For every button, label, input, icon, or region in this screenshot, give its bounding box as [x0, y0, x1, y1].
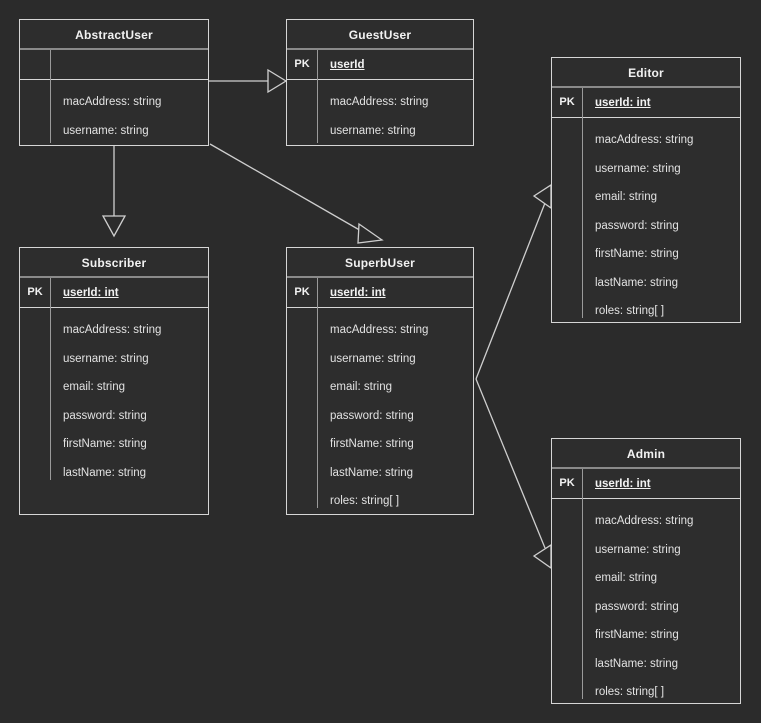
- attribute-row: password: string: [595, 219, 679, 232]
- pk-gutter-rail-abstractuser: [50, 50, 51, 80]
- attribute-row: lastName: string: [63, 466, 147, 479]
- attribute-list-subscriber: macAddress: string username: string email:…: [20, 308, 208, 487]
- attribute-row: firstName: string: [595, 629, 679, 641]
- attribute-row: username: string: [63, 352, 149, 365]
- pk-value-subscriber: userId: int: [63, 286, 119, 299]
- entity-body-guestuser: PK userId macAddress: string username: stri…: [287, 50, 473, 145]
- entity-title-editor: Editor: [552, 58, 740, 88]
- attribute-row: email: string: [595, 191, 657, 203]
- attribute-row: firstName: string: [330, 438, 414, 450]
- attribute-rail-guestuser: [317, 80, 318, 143]
- attribute-row: macAddress: string: [595, 134, 694, 146]
- entity-abstractuser[interactable]: AbstractUser macAddress: string username: …: [19, 19, 209, 146]
- generalization-arrow-icon: [267, 68, 288, 94]
- attribute-row: password: string: [63, 409, 147, 422]
- pk-label-subscriber: PK: [27, 286, 43, 298]
- pk-row-superbuser: PK userId: int: [287, 278, 473, 308]
- pk-gutter-rail-admin: [582, 469, 583, 499]
- relationship-line: [209, 143, 364, 233]
- attribute-row: macAddress: string: [595, 515, 694, 527]
- attribute-rail-subscriber: [50, 308, 51, 480]
- pk-row-guestuser: PK userId: [287, 50, 473, 80]
- attribute-list-editor: macAddress: string username: string email:…: [552, 118, 740, 326]
- generalization-arrow-icon: [357, 222, 384, 244]
- entity-title-abstractuser: AbstractUser: [20, 20, 208, 50]
- pk-row-abstractuser: [20, 50, 208, 80]
- attribute-list-abstractuser: macAddress: string username: string: [20, 80, 208, 145]
- generalization-arrow-icon: [532, 183, 552, 210]
- attribute-row: macAddress: string: [330, 96, 429, 108]
- relationship-superbuser-to-editor: [475, 183, 552, 380]
- attribute-row: roles: string[ ]: [595, 686, 665, 698]
- pk-value-guestuser: userId: [330, 58, 365, 71]
- generalization-arrow-icon: [101, 215, 127, 238]
- attribute-row: roles: string[ ]: [595, 305, 665, 317]
- entity-body-superbuser: PK userId: int macAddress: string username:…: [287, 278, 473, 516]
- relationship-line: [475, 378, 546, 549]
- pk-value-admin: userId: int: [595, 477, 651, 490]
- pk-row-admin: PK userId: int: [552, 469, 740, 499]
- attribute-row: firstName: string: [595, 248, 679, 260]
- pk-row-subscriber: PK userId: int: [20, 278, 208, 308]
- pk-gutter-rail-editor: [582, 88, 583, 118]
- relationship-abstractuser-to-superbuser: [209, 143, 384, 244]
- attribute-row: username: string: [63, 124, 149, 137]
- generalization-arrow-icon: [532, 543, 552, 570]
- entity-body-editor: PK userId: int macAddress: string username:…: [552, 88, 740, 326]
- attribute-row: macAddress: string: [330, 324, 429, 336]
- pk-label-guestuser: PK: [294, 58, 310, 70]
- entity-body-admin: PK userId: int macAddress: string username:…: [552, 469, 740, 707]
- pk-gutter-rail-superbuser: [317, 278, 318, 308]
- pk-label-editor: PK: [559, 96, 575, 108]
- attribute-rail-abstractuser: [50, 80, 51, 143]
- entity-title-superbuser: SuperbUser: [287, 248, 473, 278]
- attribute-row: username: string: [330, 352, 416, 365]
- attribute-row: firstName: string: [63, 438, 147, 450]
- pk-label-admin: PK: [559, 477, 575, 489]
- attribute-row: email: string: [63, 381, 125, 393]
- pk-value-superbuser: userId: int: [330, 286, 386, 299]
- attribute-row: email: string: [595, 572, 657, 584]
- relationship-abstractuser-to-guestuser: [209, 68, 288, 94]
- pk-value-editor: userId: int: [595, 96, 651, 109]
- pk-gutter-rail-subscriber: [50, 278, 51, 308]
- attribute-list-admin: macAddress: string username: string email:…: [552, 499, 740, 707]
- pk-gutter-rail-guestuser: [317, 50, 318, 80]
- attribute-row: email: string: [330, 381, 392, 393]
- attribute-rail-editor: [582, 118, 583, 318]
- entity-body-subscriber: PK userId: int macAddress: string username:…: [20, 278, 208, 487]
- attribute-rail-superbuser: [317, 308, 318, 508]
- attribute-row: roles: string[ ]: [330, 495, 400, 507]
- relationship-superbuser-to-admin: [475, 378, 552, 570]
- attribute-row: password: string: [330, 409, 414, 422]
- attribute-row: password: string: [595, 600, 679, 613]
- attribute-row: username: string: [595, 543, 681, 556]
- pk-row-editor: PK userId: int: [552, 88, 740, 118]
- attribute-list-guestuser: macAddress: string username: string: [287, 80, 473, 145]
- attribute-row: lastName: string: [330, 466, 414, 479]
- attribute-row: macAddress: string: [63, 324, 162, 336]
- attribute-rail-admin: [582, 499, 583, 699]
- attribute-row: username: string: [330, 124, 416, 137]
- attribute-row: macAddress: string: [63, 96, 162, 108]
- pk-label-superbuser: PK: [294, 286, 310, 298]
- entity-title-admin: Admin: [552, 439, 740, 469]
- entity-title-subscriber: Subscriber: [20, 248, 208, 278]
- entity-body-abstractuser: macAddress: string username: string: [20, 50, 208, 145]
- attribute-row: lastName: string: [595, 657, 679, 670]
- entity-title-guestuser: GuestUser: [287, 20, 473, 50]
- attribute-row: lastName: string: [595, 276, 679, 289]
- relationship-line: [475, 202, 546, 380]
- pk-label-abstractuser: [20, 50, 50, 79]
- relationship-abstractuser-to-subscriber: [101, 146, 127, 238]
- attribute-row: username: string: [595, 162, 681, 175]
- attribute-list-superbuser: macAddress: string username: string email:…: [287, 308, 473, 516]
